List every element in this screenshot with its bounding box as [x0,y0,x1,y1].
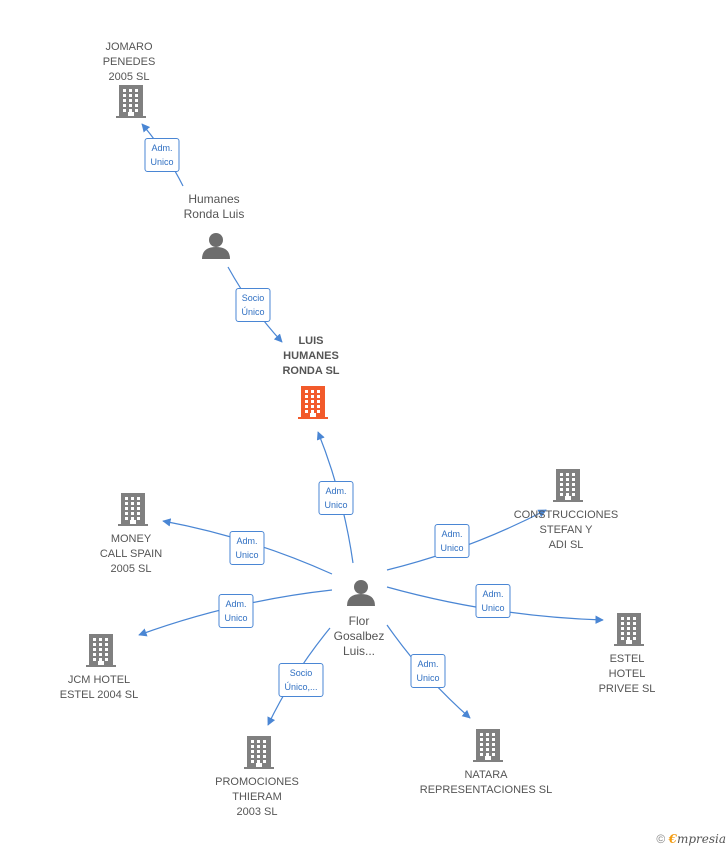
node-label-humanes[interactable]: Humanes Ronda Luis [183,192,245,221]
person-icon-humanes[interactable] [202,233,230,259]
node-label-natara[interactable]: NATARA REPRESENTACIONES SL [419,769,553,796]
building-icon-natara[interactable] [473,729,503,762]
copyright-icon: © [656,832,666,846]
edge-label-flor-to-construcciones[interactable]: Adm. Unico [434,524,470,558]
edge-label-flor-to-natara[interactable]: Adm. Unico [410,654,446,688]
edge-label-flor-to-luis[interactable]: Adm. Unico [318,481,354,515]
building-icon-luis[interactable] [298,386,328,419]
edge-label-flor-to-promociones[interactable]: Socio Único,... [278,663,324,697]
building-icon-estel[interactable] [614,613,644,646]
edge-label-humanes-to-luis[interactable]: Socio Único [235,288,271,322]
building-icon-jcm[interactable] [86,634,116,667]
person-icon-flor[interactable] [347,580,375,606]
node-label-jomaro[interactable]: JOMARO PENEDES 2005 SL [102,41,156,83]
building-icon-jomaro[interactable] [116,85,146,118]
edge-label-flor-to-estel[interactable]: Adm. Unico [475,584,511,618]
node-label-construcciones[interactable]: CONSTRUCCIONES STEFAN Y ADI SL [513,509,619,551]
node-label-jcm[interactable]: JCM HOTEL ESTEL 2004 SL [59,674,139,701]
node-label-money[interactable]: MONEY CALL SPAIN 2005 SL [99,533,163,575]
footer-brand[interactable]: © €mpresia [656,832,726,846]
edge-label-flor-to-money[interactable]: Adm. Unico [229,531,265,565]
node-label-estel[interactable]: ESTEL HOTEL PRIVEE SL [598,653,656,695]
node-label-promociones[interactable]: PROMOCIONES THIERAM 2003 SL [215,776,299,818]
edge-label-humanes-to-jomaro[interactable]: Adm. Unico [144,138,180,172]
building-icon-construcciones[interactable] [553,469,583,502]
node-label-luis[interactable]: LUIS HUMANES RONDA SL [282,335,340,377]
node-label-flor[interactable]: Flor Gosalbez Luis... [333,614,385,658]
brand-logo: €mpresia [668,832,726,846]
building-icon-promociones[interactable] [244,736,274,769]
edge-label-flor-to-jcm[interactable]: Adm. Unico [218,594,254,628]
building-icon-money[interactable] [118,493,148,526]
